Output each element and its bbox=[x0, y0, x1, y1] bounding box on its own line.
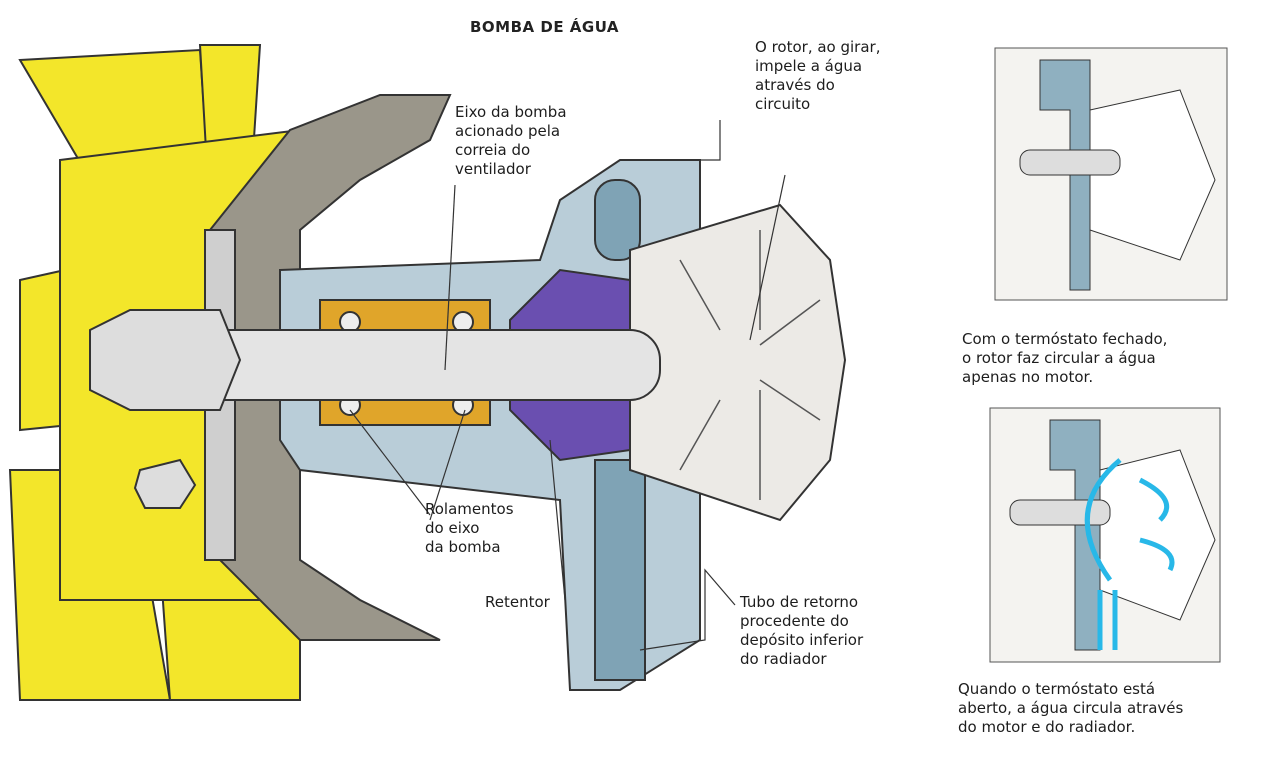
caption-closed: Com o termóstato fechado, o rotor faz ci… bbox=[962, 330, 1168, 386]
shaft-nut bbox=[89, 309, 242, 411]
panel-closed bbox=[994, 47, 1228, 301]
label-seal: Retentor bbox=[485, 593, 550, 611]
panel-open bbox=[989, 407, 1221, 663]
rotor bbox=[629, 203, 847, 522]
diagram-title: BOMBA DE ÁGUA bbox=[470, 18, 620, 36]
bolt-head bbox=[133, 458, 197, 509]
rotor-vanes bbox=[679, 230, 821, 500]
water-flow-arrows bbox=[1084, 458, 1175, 650]
caption-open: Quando o termóstato está aberto, a água … bbox=[958, 680, 1184, 736]
label-rotor: O rotor, ao girar, impele a água através… bbox=[755, 38, 881, 113]
leader-lines bbox=[349, 120, 786, 651]
label-bearings: Rolamentos do eixo da bomba bbox=[425, 500, 514, 556]
label-shaft: Eixo da bomba acionado pela correia do v… bbox=[455, 103, 567, 178]
label-return-pipe: Tubo de retorno procedente do depósito i… bbox=[740, 593, 864, 668]
